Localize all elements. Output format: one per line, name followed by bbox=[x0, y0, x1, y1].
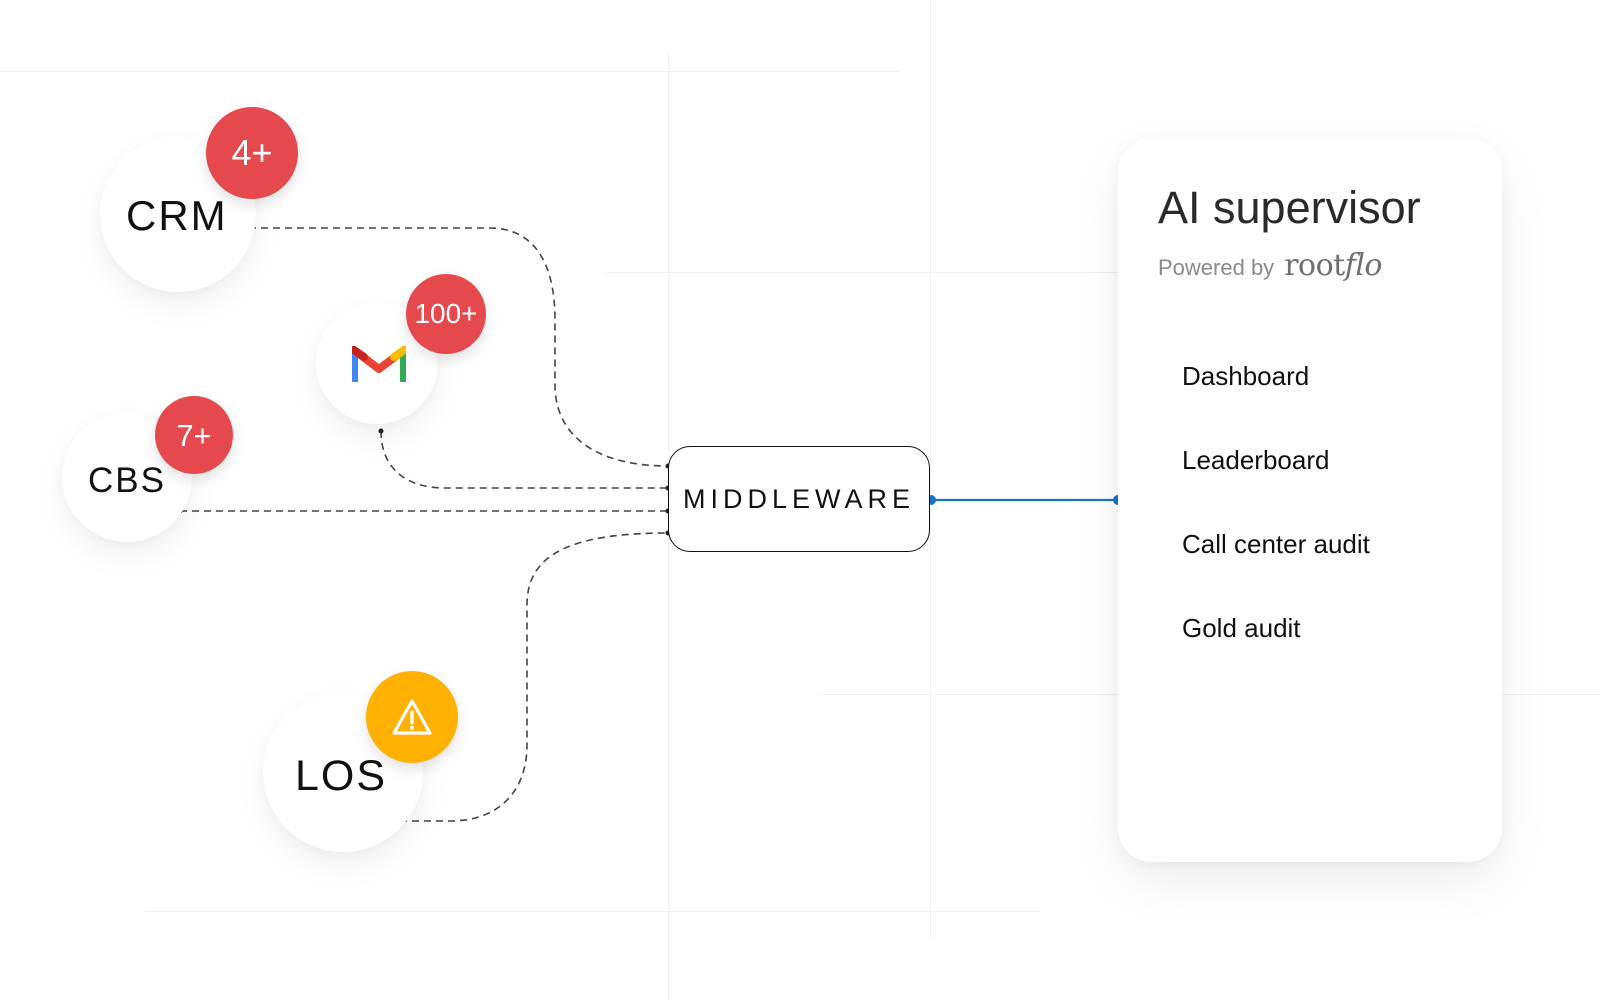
gmail-count-badge: 100+ bbox=[406, 274, 486, 354]
grid-line bbox=[0, 71, 900, 72]
panel-menu: Dashboard Leaderboard Call center audit … bbox=[1182, 356, 1370, 692]
powered-by-text: Powered by bbox=[1158, 255, 1275, 280]
brand-suffix: flo bbox=[1344, 248, 1383, 283]
brand-prefix: root bbox=[1284, 248, 1345, 283]
middleware-box: MIDDLEWARE bbox=[668, 446, 930, 552]
cbs-label: CBS bbox=[88, 461, 166, 500]
crm-connector bbox=[249, 227, 669, 467]
crm-count-badge: 4+ bbox=[206, 107, 298, 199]
grid-line bbox=[145, 911, 1040, 912]
powered-by-row: Powered by rootflo bbox=[1158, 248, 1382, 283]
los-warning-badge bbox=[366, 671, 458, 763]
middleware-label: MIDDLEWARE bbox=[682, 483, 915, 514]
menu-item-dashboard[interactable]: Dashboard bbox=[1182, 361, 1310, 391]
crm-label: CRM bbox=[126, 192, 228, 239]
menu-item-leaderboard[interactable]: Leaderboard bbox=[1182, 445, 1330, 475]
gmail-connector bbox=[380, 430, 668, 489]
cbs-count-badge: 7+ bbox=[155, 396, 233, 474]
los-label: LOS bbox=[295, 752, 388, 800]
warning-icon bbox=[392, 699, 432, 735]
menu-item-gold-audit[interactable]: Gold audit bbox=[1182, 613, 1301, 643]
gmail-connector-dot bbox=[378, 428, 384, 434]
gmail-icon bbox=[352, 346, 406, 382]
rootflo-logo: rootflo bbox=[1284, 248, 1382, 283]
grid-line bbox=[605, 272, 1125, 273]
ai-supervisor-panel: AI supervisor Powered by rootflo Dashboa… bbox=[1118, 138, 1502, 862]
grid-line bbox=[930, 0, 931, 940]
los-connector bbox=[400, 532, 669, 822]
menu-item-call-center-audit[interactable]: Call center audit bbox=[1182, 529, 1370, 559]
panel-title: AI supervisor bbox=[1158, 182, 1421, 233]
